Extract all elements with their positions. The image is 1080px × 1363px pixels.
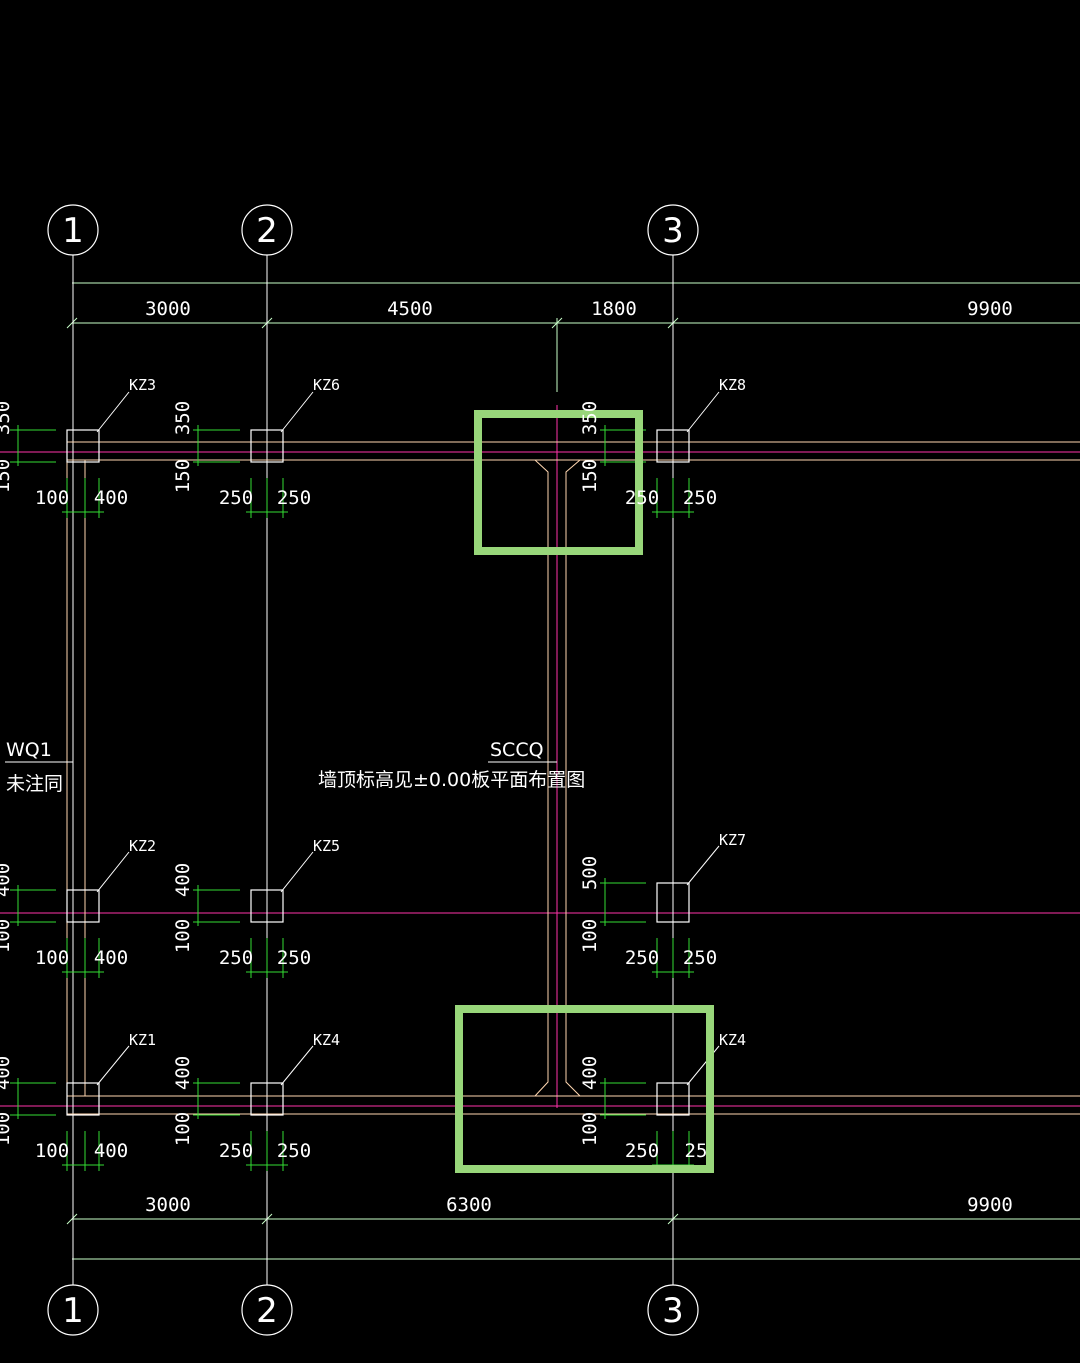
dim-top-4: 9900: [967, 298, 1013, 320]
off-bot-vl-a: 400: [172, 1056, 194, 1090]
column-kz6: [250, 429, 284, 463]
off-bot-vr-a: 400: [579, 1056, 601, 1090]
dimension-lines: [66, 282, 1080, 1260]
off-top-c1-b: 400: [94, 487, 128, 509]
off-bot-c2-a: 250: [219, 1140, 253, 1162]
offset-dim-texts-horizontal: 100 400 250 250 250 250 100 400 250 250 …: [35, 487, 717, 1162]
axis-bubble-1-bottom: [47, 1284, 99, 1336]
off-top-c3-a: 250: [625, 487, 659, 509]
off-mid-vl-a: 400: [172, 863, 194, 897]
overall-dimension-texts: 3000 4500 1800 9900 3000 6300 9900: [145, 298, 1013, 1216]
wall-label-wq1-note: 未注同: [6, 773, 63, 795]
column-label-kz1: KZ1: [129, 1031, 156, 1049]
off-mid-c2-b: 250: [277, 947, 311, 969]
column-leaders: [96, 391, 720, 1086]
off-bot-vl-b: 100: [172, 1112, 194, 1146]
off-bot-vr-b: 100: [579, 1112, 601, 1146]
off-top-c1-a: 100: [35, 487, 69, 509]
off-bot-c1-a: 100: [35, 1140, 69, 1162]
dim-top-1: 3000: [145, 298, 191, 320]
axis-bubble-3-bottom: [647, 1284, 699, 1336]
off-mid-c3-a: 250: [625, 947, 659, 969]
column-label-kz2: KZ2: [129, 837, 156, 855]
axis-label-1-top: 1: [62, 211, 84, 251]
annotations: WQ1 未注同 SCCQ 墙顶标高见±0.00板平面布置图: [6, 739, 585, 795]
axis-bubble-3-top: [647, 204, 699, 256]
dim-top-2: 4500: [387, 298, 433, 320]
dim-bottom-3: 9900: [967, 1194, 1013, 1216]
off-bot-c3-a: 250: [625, 1140, 659, 1162]
off-mid-c2-a: 250: [219, 947, 253, 969]
highlight-boxes: [455, 410, 714, 1173]
column-kz5: [250, 889, 284, 923]
column-kz3: [66, 429, 100, 463]
off-mid-vl-b: 100: [172, 919, 194, 953]
axis-bubble-1-top: [47, 204, 99, 256]
off-mid-vr-b: 100: [579, 919, 601, 953]
column-label-kz4-b: KZ4: [719, 1031, 746, 1049]
off-bot-c3-b: 25: [685, 1140, 708, 1162]
offset-dim-texts-vertical: 350 150 350 150 350 150 400 100 500 100 …: [0, 401, 601, 1146]
off-mid-c3-b: 250: [683, 947, 717, 969]
wall-label-sccq: SCCQ: [490, 739, 544, 761]
dim-bottom-2: 6300: [446, 1194, 492, 1216]
column-kz4-a: [250, 1082, 284, 1116]
off-bot-c1-b: 400: [94, 1140, 128, 1162]
wall-label-wq1: WQ1: [6, 739, 52, 761]
column-label-kz6: KZ6: [313, 376, 340, 394]
off-top-vm-b: 150: [579, 459, 601, 493]
off-top-ve-b: 150: [0, 459, 14, 493]
dim-bottom-1: 3000: [145, 1194, 191, 1216]
axis-bubbles: [47, 204, 699, 1336]
off-top-vm-a: 350: [579, 401, 601, 435]
column-kz2: [66, 889, 100, 923]
off-bot-ve-b: 100: [0, 1112, 14, 1146]
column-kz1: [66, 1082, 100, 1116]
column-kz4-b: [656, 1082, 690, 1116]
off-top-vl-a: 350: [172, 401, 194, 435]
dim-top-3: 1800: [591, 298, 637, 320]
column-labels: KZ3 KZ6 KZ8 KZ2 KZ5 KZ7 KZ1 KZ4 KZ4: [129, 376, 746, 1049]
off-top-vl-b: 150: [172, 459, 194, 493]
axis-bubble-2-bottom: [241, 1284, 293, 1336]
axis-label-3-bottom: 3: [662, 1291, 684, 1331]
off-top-c3-b: 250: [683, 487, 717, 509]
axis-label-2-top: 2: [256, 211, 278, 251]
columns: [66, 429, 690, 1116]
off-bot-ve-a: 400: [0, 1056, 14, 1090]
axis-labels: 1 2 3 1 2 3: [62, 211, 684, 1331]
axis-label-2-bottom: 2: [256, 1291, 278, 1331]
wall-top-elevation-note: 墙顶标高见±0.00板平面布置图: [318, 769, 585, 791]
off-mid-vr-a: 500: [579, 856, 601, 890]
off-top-c2-a: 250: [219, 487, 253, 509]
wall-lines: [66, 441, 1080, 1115]
column-label-kz8: KZ8: [719, 376, 746, 394]
off-bot-c2-b: 250: [277, 1140, 311, 1162]
off-mid-ve-a: 400: [0, 863, 14, 897]
off-top-ve-a: 350: [0, 401, 14, 435]
axis-leaders: [72, 255, 674, 1285]
column-kz7: [656, 882, 690, 923]
axis-label-1-bottom: 1: [62, 1291, 84, 1331]
axis-bubble-2-top: [241, 204, 293, 256]
column-kz8: [656, 429, 690, 463]
off-mid-c1-a: 100: [35, 947, 69, 969]
offset-dim-marks: [10, 425, 694, 1171]
off-mid-ve-b: 100: [0, 919, 14, 953]
column-label-kz4-a: KZ4: [313, 1031, 340, 1049]
off-top-c2-b: 250: [277, 487, 311, 509]
column-label-kz3: KZ3: [129, 376, 156, 394]
highlight-box-top: [474, 410, 643, 555]
column-label-kz5: KZ5: [313, 837, 340, 855]
axis-label-3-top: 3: [662, 211, 684, 251]
off-mid-c1-b: 400: [94, 947, 128, 969]
highlight-box-bottom: [455, 1005, 714, 1173]
column-label-kz7: KZ7: [719, 831, 746, 849]
